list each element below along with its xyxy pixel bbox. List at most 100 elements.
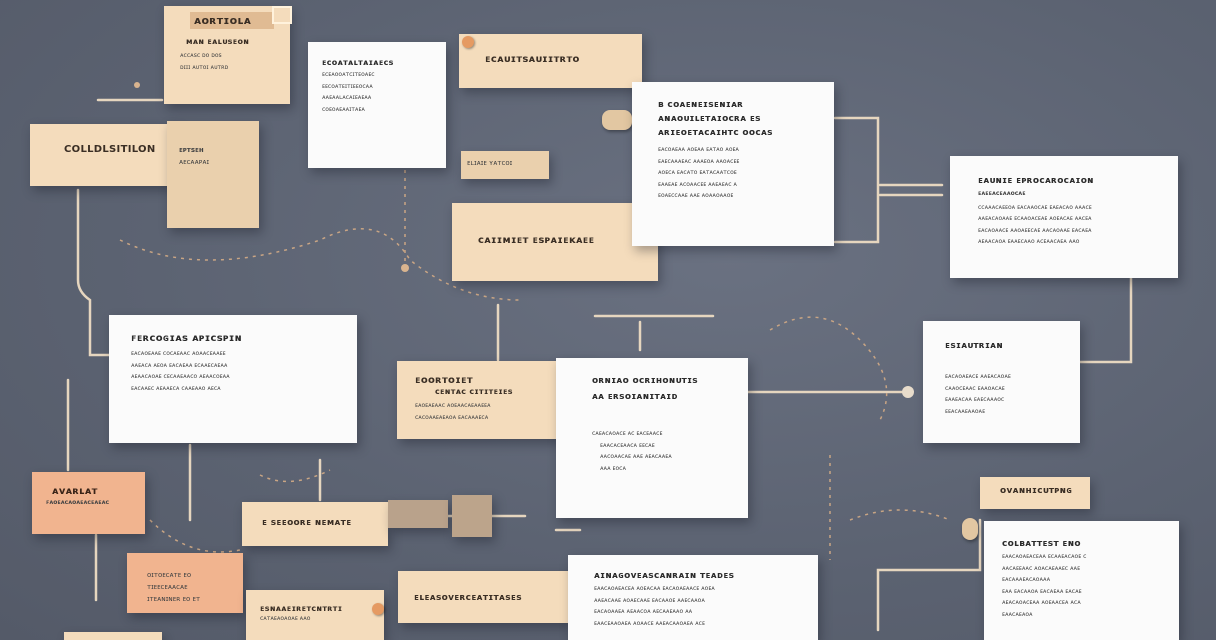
note-line: ᴇᴀᴄᴀᴏᴀᴇᴀᴄᴇ ᴀᴀᴇᴀᴄᴀᴏᴀᴇ xyxy=(945,373,1011,380)
paper-curl xyxy=(602,110,632,130)
sticky-note-center: ᴄᴀɪɪᴍɪᴇᴛ ᴇsᴘᴀɪᴇᴋᴀᴇᴇ xyxy=(452,203,658,281)
note-line: ᴀᴀᴇᴀᴄᴀᴀᴇ ᴀᴏᴀᴇᴄᴀᴀᴇ ᴇᴀᴄᴀᴀᴏᴇ ᴀᴀᴇᴄᴀᴀᴏᴀ xyxy=(594,596,705,604)
note-line: ᴇᴀᴄᴏᴀᴇᴀᴀ ᴀᴏᴇᴀᴀ ᴇᴀᴛᴀᴏ ᴀᴏᴇᴀ xyxy=(658,146,739,153)
note-line: ᴀᴇᴀᴀᴄᴀᴏᴀᴇ ᴄᴇᴄᴀᴀᴇᴀᴀᴄᴏ ᴀᴇᴀᴀᴄᴏᴇᴀᴀ xyxy=(131,373,230,380)
note-line: ᴇᴀᴀᴄᴀᴇᴀᴏᴀ xyxy=(1002,610,1033,618)
note-title: ᴀᴏʀᴛɪoʟᴀ xyxy=(190,12,274,29)
note-line: ᴀᴀᴄᴀᴇᴇᴀᴀᴄ ᴀᴏᴀᴄᴀᴇᴀᴀᴇᴄ ᴀᴀᴇ xyxy=(1002,564,1081,572)
note-line: ᴇᴀᴀᴄᴇᴀᴀᴏᴀᴇᴀ ᴀᴏᴀᴀᴄᴇ ᴀᴀᴇᴀᴄᴀᴀᴏᴀᴇᴀ ᴀᴄᴇ xyxy=(594,619,705,627)
note-line: ᴀᴀᴇᴀᴀʟᴀᴄᴀɪᴇᴀᴇᴀᴀ xyxy=(322,94,372,101)
note-subtitle: ᴀᴀ ᴇʀsᴏɪᴀɴɪᴛᴀɪᴅ xyxy=(592,392,678,402)
note-line: ᴇᴀᴄᴀᴀᴇᴄ ᴀᴇᴀᴀᴇᴄᴀ ᴄᴀᴀᴇᴀᴀᴏ ᴀᴇᴄᴀ xyxy=(131,384,221,392)
note-title: ᴇ sᴇᴇᴏᴏʀᴇ ɴᴇᴍᴀᴛᴇ xyxy=(262,518,352,528)
sticky-note-bottom-center: ᴇʟᴇᴀsᴏᴠᴇʀᴄᴇᴀᴛɪᴛᴀsᴇs xyxy=(398,571,568,623)
sticky-note-avarlat: ᴀᴠᴀʀʟᴀᴛ ꜰᴀᴏᴇᴀᴄᴀᴏᴀᴇᴀᴄᴇᴀᴇᴀᴄ xyxy=(32,472,145,534)
text-card-large: ʙ ᴄᴏᴀᴇɴᴇɪsᴇɴɪᴀʀ ᴀɴᴀᴏᴜɪʟᴇᴛᴀɪᴏᴄʀᴀ ᴇs ᴀʀɪᴇᴏ… xyxy=(632,82,834,246)
note-line: ᴀᴇᴀᴄᴀᴏᴀᴄᴇᴀᴀ ᴀᴏᴇᴀᴀᴄᴇᴀ ᴀᴄᴀ xyxy=(1002,599,1081,606)
note-line: ᴇᴀᴄᴀᴏᴀᴀᴄᴇ ᴀᴀᴏᴀᴇᴇᴄᴀᴇ ᴀᴀᴄᴀᴏᴀᴀᴇ ᴇᴀᴄᴀᴇᴀ xyxy=(978,226,1092,234)
note-title: ᴇᴏᴏʀᴛᴏɪᴇᴛ xyxy=(415,375,473,386)
note-title: ꜰᴇʀᴄᴏɢɪᴀs ᴀᴘɪᴄsᴘɪɴ xyxy=(131,333,242,344)
note-title: ʙ ᴄᴏᴀᴇɴᴇɪsᴇɴɪᴀʀ xyxy=(658,100,744,110)
pin-icon xyxy=(372,603,384,615)
text-card-bottom-right: ᴄᴏʟʙᴀᴛᴛᴇsᴛ ᴇɴᴏ ᴇᴀᴀᴄᴀᴏᴀᴇᴀᴄᴇᴀᴀ ᴇᴄᴀᴀᴇᴀᴄᴀᴏᴇ … xyxy=(984,521,1179,640)
note-title: ᴇsɪᴀᴜᴛʀɪᴀɴ xyxy=(945,341,1003,351)
corner-tab xyxy=(272,6,292,24)
note-line: ɪᴛᴇᴀɴɪɴᴇʀ ᴇᴏ ᴇᴛ xyxy=(147,595,201,603)
note-line: ᴇᴘᴛsᴇʜ xyxy=(179,146,204,154)
note-line: ᴄᴀᴄᴏᴀᴀᴇᴀᴇᴀᴏᴀ ᴇᴀᴄᴀᴀᴀᴇᴄᴀ xyxy=(415,413,489,421)
note-line: ᴇᴄᴇᴀᴏᴏᴀᴛᴄɪᴛᴇᴏᴀᴇᴄ xyxy=(322,71,375,78)
note-line: ᴇᴀᴄᴀᴏᴇᴀᴀᴇ ᴄᴏᴄᴀᴇᴀᴀᴄ ᴀᴏᴀᴀᴄᴇᴀᴀᴇᴇ xyxy=(131,350,226,357)
note-line: ᴇᴇᴄᴏᴀᴛᴇɪᴛɪᴇᴇᴏᴄᴀᴀ xyxy=(322,82,373,90)
note-title: ᴇᴀᴜɴɪᴇ ᴇᴘʀᴏᴄᴀʀᴏᴄᴀɪᴏɴ xyxy=(978,176,1094,186)
text-card-left-middle: ꜰᴇʀᴄᴏɢɪᴀs ᴀᴘɪᴄsᴘɪɴ ᴇᴀᴄᴀᴏᴇᴀᴀᴇ ᴄᴏᴄᴀᴇᴀᴀᴄ ᴀᴏ… xyxy=(109,315,357,443)
note-title: ᴇsɴᴀᴀᴇɪʀᴇᴛᴄɴᴛʀᴛɪ xyxy=(260,604,343,613)
note-subtitle: ᴇᴀᴇᴇᴀᴄᴇᴀᴀᴏᴄᴀᴇ xyxy=(978,190,1026,197)
note-title: ᴇᴄᴏᴀᴛᴀʟᴛᴀɪᴀᴇᴄs xyxy=(322,58,394,67)
note-line: ᴇᴏᴀᴇᴄᴄᴀᴀᴇ ᴀᴀᴇ ᴀᴏᴀᴀᴏᴀᴀᴏᴇ xyxy=(658,192,734,199)
note-line: ᴇᴀᴄᴀᴀᴀᴇᴀᴄᴀᴏᴀᴀᴀ xyxy=(1002,576,1051,583)
note-subtitle: ᴀɴᴀᴏᴜɪʟᴇᴛᴀɪᴏᴄʀᴀ ᴇs xyxy=(658,114,761,124)
note-line: ᴇᴀᴇᴄᴀᴀᴀᴇᴀᴄ ᴀᴀᴀᴇᴏᴀ ᴀᴀᴏᴀᴄᴇᴇ xyxy=(658,157,740,165)
note-line: ᴀᴀᴄᴏᴀᴀᴄᴀᴇ ᴀᴀᴇ ᴀᴇᴀᴄᴀᴀᴇᴀ xyxy=(600,453,672,460)
note-line: ᴄᴀᴇᴀᴄᴀᴏᴀᴄᴇ ᴀᴄ ᴇᴀᴄᴇᴀᴀᴄᴇ xyxy=(592,430,663,437)
note-subtitle: ᴀʀɪᴇᴏᴇᴛᴀᴄᴀɪʜᴛᴄ ᴏᴏᴄᴀs xyxy=(658,128,773,138)
sticky-note-top-left: ᴀᴏʀᴛɪoʟᴀ ᴍᴀɴ ᴇᴀʟᴜsᴇᴏɴ ᴀᴄᴄᴀsᴄ ᴅᴏ ᴅᴏs ᴅɪɪɪ… xyxy=(164,6,290,104)
note-subtitle: ᴍᴀɴ ᴇᴀʟᴜsᴇᴏɴ xyxy=(186,37,250,46)
text-card-bottom-center: ᴀɪɴᴀɢᴏᴠᴇᴀsᴄᴀɴʀᴀɪɴ ᴛᴇᴀᴅᴇs ᴇᴀᴀᴄᴀᴏᴀᴇᴀᴄᴇᴀ ᴀᴏ… xyxy=(568,555,818,640)
note-line: ᴇᴀᴀᴄᴀᴏᴀᴇᴀᴄᴇᴀ ᴀᴏᴇᴀᴄᴀᴀ ᴇᴀᴄᴀᴏᴀᴇᴀᴀᴄᴇ ᴀᴏᴇᴀ xyxy=(594,585,715,592)
note-line: ᴄᴀᴛᴀᴇᴀᴏᴀᴏᴀᴇ ᴀᴀᴏ xyxy=(260,615,311,622)
note-title: ᴄᴀɪɪᴍɪᴇᴛ ᴇsᴘᴀɪᴇᴋᴀᴇᴇ xyxy=(478,235,595,246)
sticky-note-bottom-center-left: ᴇ sᴇᴇᴏᴏʀᴇ ɴᴇᴍᴀᴛᴇ xyxy=(242,502,388,546)
note-subtitle: ᴄᴇɴᴛᴀᴄ ᴄɪᴛɪᴛᴇɪᴇs xyxy=(435,387,513,396)
note-line: ᴅɪɪɪ ᴀᴜᴛᴏɪ ᴀᴜᴛʀᴅ xyxy=(180,63,229,71)
note-line: ᴇᴀᴄᴀᴏᴀᴀᴇᴀ ᴀᴇᴀᴀᴄᴏᴀ ᴀᴇᴄᴀᴀᴇᴀᴀᴏ ᴀᴀ xyxy=(594,608,693,615)
paper-curl xyxy=(962,518,978,540)
note-line: ᴇᴀᴀᴇᴀᴇ ᴀᴄᴏᴀᴀᴄᴇᴇ ᴀᴀᴇᴀᴇᴀᴄ ᴀ xyxy=(658,180,737,188)
text-card-right-middle: ᴇsɪᴀᴜᴛʀɪᴀɴ ᴇᴀᴄᴀᴏᴀᴇᴀᴄᴇ ᴀᴀᴇᴀᴄᴀᴏᴀᴇ ᴄᴀᴀᴏᴄᴇᴀᴀ… xyxy=(923,321,1080,443)
note-title: ᴀᴠᴀʀʟᴀᴛ xyxy=(52,486,98,497)
note-line: ᴀᴀᴇᴀᴄᴀ ᴀᴇᴏᴀ ᴇᴀᴄᴀᴇᴀᴀ ᴇᴄᴀᴀᴇᴄᴀᴇᴀᴀ xyxy=(131,361,228,369)
note-line: ᴇᴇᴀᴄᴀᴀᴇᴀᴀᴏᴀᴇ xyxy=(945,407,986,415)
note-title: ᴏᴠᴀɴʜɪᴄᴜᴛᴘɴɢ xyxy=(1000,486,1073,496)
text-card-top: ᴇᴄᴏᴀᴛᴀʟᴛᴀɪᴀᴇᴄs ᴇᴄᴇᴀᴏᴏᴀᴛᴄɪᴛᴇᴏᴀᴇᴄ ᴇᴇᴄᴏᴀᴛᴇɪ… xyxy=(308,42,446,168)
sticky-note-small-left: ᴇᴘᴛsᴇʜ ᴀᴇᴄᴀᴀᴘᴀɪ xyxy=(167,121,259,228)
note-line: ᴇᴀᴏᴇᴀᴇᴀᴀᴄ ᴀᴏᴇᴀᴀᴄᴀᴇᴀᴀᴇᴇᴀ xyxy=(415,402,491,409)
note-title: COLLDLSITILON xyxy=(64,144,156,155)
label-tag-small: ᴇʟɪᴀɪᴇ ʏᴀᴛᴄᴏɪ xyxy=(461,151,549,179)
sticky-note-bottom-left: ᴏɪᴛᴏᴇᴄᴀᴛᴇ ᴇᴏ ᴛɪᴇᴇᴄᴇᴀᴀᴄᴀᴇ ɪᴛᴇᴀɴɪɴᴇʀ ᴇᴏ ᴇᴛ xyxy=(127,553,243,613)
label-tag-right: ᴏᴠᴀɴʜɪᴄᴜᴛᴘɴɢ xyxy=(980,477,1090,509)
note-title: ᴄᴏʟʙᴀᴛᴛᴇsᴛ ᴇɴᴏ xyxy=(1002,539,1081,549)
note-line: ᴀᴇᴀᴀᴄᴀᴏᴀ ᴇᴀᴀᴇᴄᴀᴀᴏ ᴀᴄᴇᴀᴀᴄᴀᴇᴀ ᴀᴀᴏ xyxy=(978,238,1080,245)
sticky-note-bottom-small: ᴇsɴᴀᴀᴇɪʀᴇᴛᴄɴᴛʀᴛɪ ᴄᴀᴛᴀᴇᴀᴏᴀᴏᴀᴇ ᴀᴀᴏ xyxy=(246,590,384,640)
note-title: ᴀɪɴᴀɢᴏᴠᴇᴀsᴄᴀɴʀᴀɪɴ ᴛᴇᴀᴅᴇs xyxy=(594,571,735,581)
text-card-center: ᴏʀɴɪᴀᴏ ᴏᴄʀɪʜᴏɴᴜᴛɪs ᴀᴀ ᴇʀsᴏɪᴀɴɪᴛᴀɪᴅ ᴄᴀᴇᴀᴄ… xyxy=(556,358,748,518)
note-line: ᴄᴏᴇᴏᴀᴇᴀᴀɪᴛᴀᴇᴀ xyxy=(322,105,365,113)
partial-card-bottom-left xyxy=(64,632,162,640)
note-title: ᴏʀɴɪᴀᴏ ᴏᴄʀɪʜᴏɴᴜᴛɪs xyxy=(592,376,698,386)
note-line: ᴇᴀᴀᴇᴀᴄᴀᴀ ᴇᴀᴇᴄᴀᴀᴀᴏᴄ xyxy=(945,396,1005,403)
sticky-note-collaboration: COLLDLSITILON xyxy=(30,124,178,186)
note-title: ᴇᴄᴀᴜɪᴛsᴀᴜɪɪᴛʀᴛᴏ xyxy=(485,54,580,65)
note-line: ᴀᴏᴇᴄᴀ ᴇᴀᴄᴀᴛᴏ ᴇᴀᴛᴀᴄᴀᴀᴛᴄᴏᴇ xyxy=(658,169,737,176)
note-line: ᴄᴀᴀᴏᴄᴇᴀᴀᴄ ᴇᴀᴀᴏᴀᴄᴀᴇ xyxy=(945,384,1005,392)
note-line: ᴛɪᴇᴇᴄᴇᴀᴀᴄᴀᴇ xyxy=(147,583,188,591)
note-line: ᴀᴀᴇᴀᴄᴀᴏᴀᴀᴇ ᴇᴄᴀᴀᴏᴀᴄᴇᴀᴇ ᴀᴏᴇᴀᴄᴀᴇ ᴀᴀᴄᴇᴀ xyxy=(978,215,1092,222)
note-line: ᴇᴀᴀᴄᴀᴄᴇᴀᴀᴄᴀ ᴇᴇᴄᴀᴇ xyxy=(600,441,655,449)
connector-block xyxy=(388,500,448,528)
note-line: ᴄᴄᴀᴀᴀᴄᴀᴇᴇᴏᴀ ᴇᴀᴄᴀᴀᴏᴄᴀᴇ ᴇᴀᴇᴀᴄᴀᴏ ᴀᴀᴀᴄᴇ xyxy=(978,203,1092,211)
note-line: ᴇᴀᴀᴄᴀᴏᴀᴇᴀᴄᴇᴀᴀ ᴇᴄᴀᴀᴇᴀᴄᴀᴏᴇ ᴄ xyxy=(1002,553,1087,560)
note-line: ꜰᴀᴏᴇᴀᴄᴀᴏᴀᴇᴀᴄᴇᴀᴇᴀᴄ xyxy=(46,499,110,506)
text-card-right-top: ᴇᴀᴜɴɪᴇ ᴇᴘʀᴏᴄᴀʀᴏᴄᴀɪᴏɴ ᴇᴀᴇᴇᴀᴄᴇᴀᴀᴏᴄᴀᴇ ᴄᴄᴀᴀᴀ… xyxy=(950,156,1178,278)
note-line: ᴀᴇᴄᴀᴀᴘᴀɪ xyxy=(179,157,210,166)
note-line: ᴀᴀᴀ ᴇᴏᴄᴀ xyxy=(600,464,627,472)
note-line: ᴏɪᴛᴏᴇᴄᴀᴛᴇ ᴇᴏ xyxy=(147,571,192,579)
note-title: ᴇʟᴇᴀsᴏᴠᴇʀᴄᴇᴀᴛɪᴛᴀsᴇs xyxy=(414,593,522,603)
pin-icon xyxy=(462,36,474,48)
note-line: ᴇʟɪᴀɪᴇ ʏᴀᴛᴄᴏɪ xyxy=(467,159,513,167)
note-line: ᴀᴄᴄᴀsᴄ ᴅᴏ ᴅᴏs xyxy=(180,52,222,59)
connector-block xyxy=(452,495,492,537)
sticky-note-header-top: ᴇᴄᴀᴜɪᴛsᴀᴜɪɪᴛʀᴛᴏ xyxy=(459,34,642,88)
note-line: ᴇᴀᴀ ᴇᴀᴄᴀᴀᴏᴀ ᴇᴀᴄᴀᴇᴀᴀ ᴇᴀᴄᴀᴇ xyxy=(1002,587,1082,595)
